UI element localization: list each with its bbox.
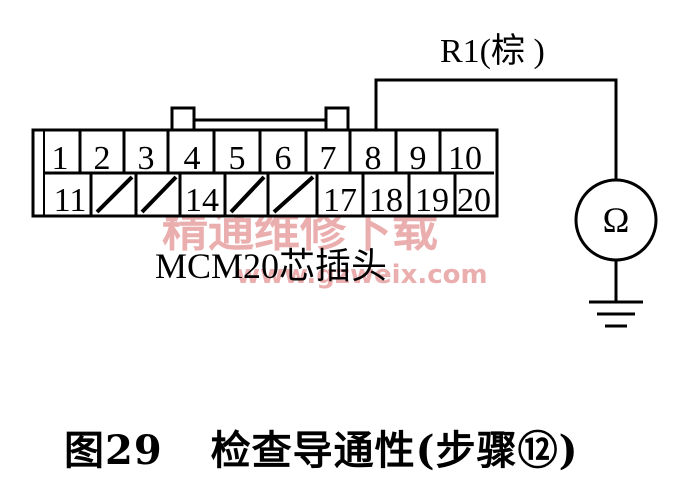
pin-label: 8 [365, 140, 382, 177]
top-pin-row: 1 2 3 4 5 6 7 8 9 10 [52, 140, 483, 177]
pin-label: 2 [94, 140, 111, 177]
ohmmeter-body [574, 178, 658, 262]
figure-title: 检查导通性(步骤⑫) [210, 427, 579, 474]
ground-icon [589, 300, 643, 328]
pin-label: 6 [275, 140, 292, 177]
connector-cell-dividers [78, 130, 457, 216]
figure-number: 图29 [64, 427, 163, 474]
connector [31, 106, 499, 218]
wire-color-label: R1(棕 ) [440, 32, 545, 70]
pin-label: 14 [185, 182, 219, 219]
figure-caption: 图29 检查导通性(步骤⑫) [64, 418, 579, 476]
pin-label: 3 [138, 140, 155, 177]
empty-cavity-slash [140, 175, 178, 214]
lead-wire [374, 78, 618, 180]
pin-label: 18 [369, 182, 403, 219]
pin-label: 17 [323, 182, 357, 219]
watermark-url: www.gzweix.com [236, 260, 488, 290]
pin-label: 7 [320, 140, 337, 177]
ohmmeter: Ω [574, 178, 658, 262]
bottom-pin-row: 11 14 17 18 19 20 [54, 182, 491, 219]
pin-label: 19 [415, 182, 449, 219]
empty-cavity-slash [272, 175, 315, 214]
empty-cavity-slash [229, 175, 266, 214]
empty-cavity-slash [95, 175, 134, 214]
pin-label: 11 [54, 182, 87, 219]
pin-label: 20 [457, 182, 491, 219]
empty-cavity-marks [95, 175, 315, 214]
connector-right-tab [324, 106, 350, 132]
connector-left-tab [170, 106, 196, 132]
pin-label: 10 [448, 140, 482, 177]
pin-label: 4 [184, 140, 201, 177]
pin-label: 5 [229, 140, 246, 177]
pin-label: 9 [410, 140, 427, 177]
pin-label: 1 [52, 140, 69, 177]
test-lead [374, 78, 618, 302]
connector-label: MCM20芯插头 [155, 246, 387, 286]
ohm-symbol-icon: Ω [603, 200, 630, 240]
